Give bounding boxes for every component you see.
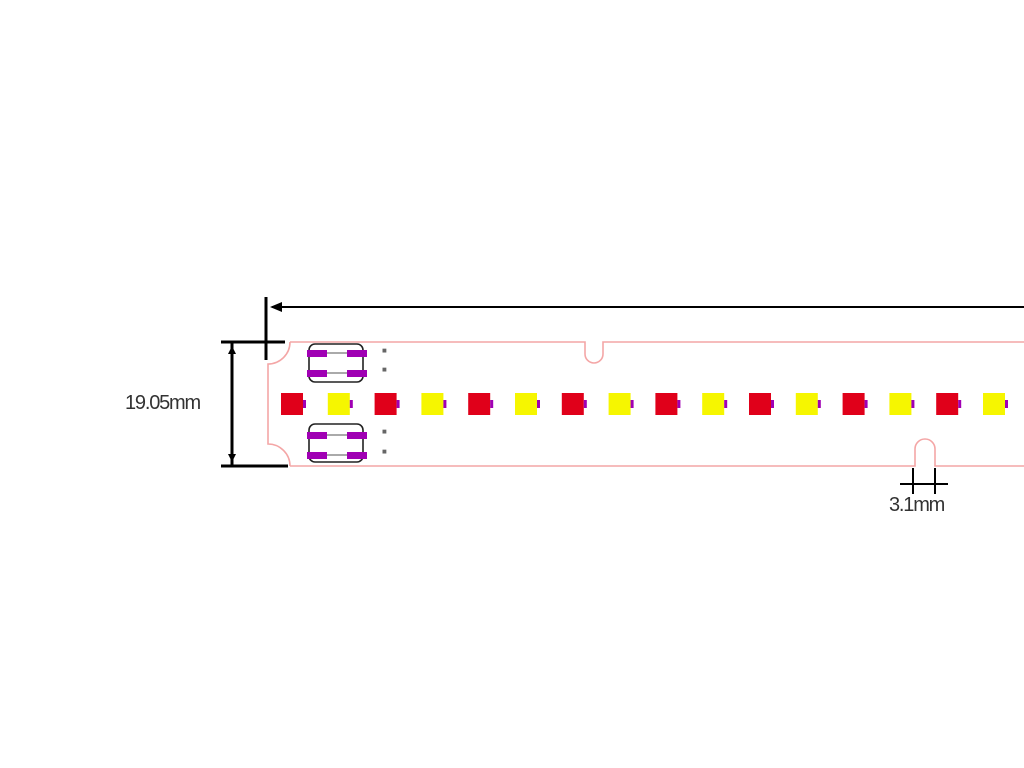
led-chip-red xyxy=(842,393,865,415)
width-dimension-label: 19.05mm xyxy=(125,392,201,414)
led-contact xyxy=(630,400,634,408)
led-chip-red xyxy=(936,393,959,415)
led-chip-red xyxy=(468,393,491,415)
led-contact xyxy=(724,400,728,408)
solder-pad xyxy=(307,432,327,439)
slot-dimension xyxy=(900,468,948,494)
solder-pad xyxy=(307,452,327,459)
led-chip-yellow xyxy=(702,393,725,415)
led-chip-yellow xyxy=(889,393,912,415)
led-chip-red xyxy=(561,393,584,415)
led-chip-red xyxy=(749,393,771,415)
connector-pads-bottom xyxy=(307,423,367,463)
connector-outline xyxy=(308,423,364,463)
led-contact xyxy=(490,400,494,408)
solder-pad xyxy=(347,432,367,439)
solder-pad xyxy=(347,452,367,459)
solder-pad xyxy=(347,370,367,377)
solder-pad xyxy=(307,370,327,377)
led-contact xyxy=(817,400,821,408)
solder-pad xyxy=(307,350,327,357)
led-contact xyxy=(396,400,400,408)
led-chip-red xyxy=(374,393,397,415)
led-chip-yellow xyxy=(515,393,537,415)
led-contact xyxy=(537,400,540,408)
led-chip-red xyxy=(655,393,678,415)
slot-dimension-label: 3.1mm xyxy=(889,494,945,516)
pad-mark: ■ xyxy=(382,427,387,436)
width-dimension xyxy=(221,340,288,468)
pad-mark: ■ xyxy=(382,447,387,456)
led-contact xyxy=(443,400,447,408)
solder-pad xyxy=(347,350,367,357)
led-contact xyxy=(771,400,774,408)
led-chip-yellow xyxy=(608,393,631,415)
width-dimension-arrow-top xyxy=(228,346,236,354)
led-contact xyxy=(911,400,915,408)
led-contact xyxy=(958,400,962,408)
length-dimension xyxy=(264,297,1024,360)
pad-mark: ■ xyxy=(382,365,387,374)
led-contact xyxy=(303,400,306,408)
led-contact xyxy=(349,400,353,408)
led-contact xyxy=(864,400,868,408)
connector-outline xyxy=(308,343,364,383)
led-contact xyxy=(583,400,587,408)
led-chip-yellow xyxy=(327,393,350,415)
pad-mark: ■ xyxy=(382,346,387,355)
led-contact xyxy=(677,400,681,408)
pcb-outline xyxy=(267,341,1024,467)
length-dimension-arrow xyxy=(270,302,282,312)
led-row xyxy=(281,393,1008,415)
led-chip-yellow xyxy=(421,393,444,415)
led-chip-yellow xyxy=(795,393,818,415)
connector-pads-top xyxy=(307,343,367,383)
led-chip-red xyxy=(281,393,303,415)
led-contact xyxy=(1005,400,1008,408)
width-dimension-arrow-bottom xyxy=(228,454,236,462)
led-chip-yellow xyxy=(983,393,1005,415)
